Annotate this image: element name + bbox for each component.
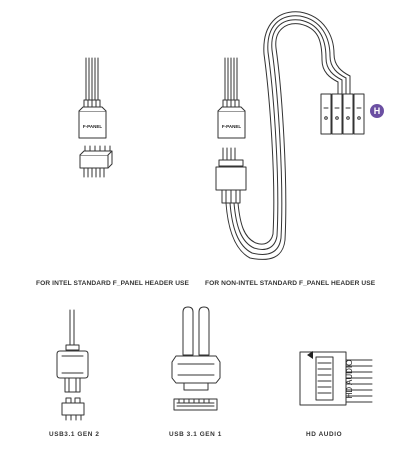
- intel-fpanel-label: F-PANEL: [83, 124, 102, 129]
- h-badge-letter: H: [374, 106, 381, 116]
- caption-usb-gen1: USB 3.1 GEN 1: [169, 431, 222, 438]
- intel-fpanel-header: [79, 145, 113, 178]
- non-intel-fpanel-label: F-PANEL: [222, 124, 241, 129]
- usb-gen1-connector: [171, 306, 221, 411]
- hd-audio-connector: HD AUDIO: [299, 351, 373, 406]
- caption-non-intel-fpanel: FOR NON-INTEL STANDARD F_PANEL HEADER US…: [205, 280, 376, 287]
- caption-intel-fpanel: FOR INTEL STANDARD F_PANEL HEADER USE: [36, 280, 190, 287]
- hd-audio-vertical-label: HD AUDIO: [345, 360, 354, 399]
- h-badge-icon: H: [370, 104, 384, 118]
- non-intel-fpanel-connector: F-PANEL: [217, 57, 246, 139]
- usb-gen2-connector: [56, 309, 89, 421]
- caption-usb-gen2: USB3.1 GEN 2: [49, 431, 100, 438]
- caption-hd-audio: HD AUDIO: [306, 431, 343, 438]
- adapter-cable: [215, 11, 365, 260]
- intel-fpanel-connector: F-PANEL: [78, 57, 107, 139]
